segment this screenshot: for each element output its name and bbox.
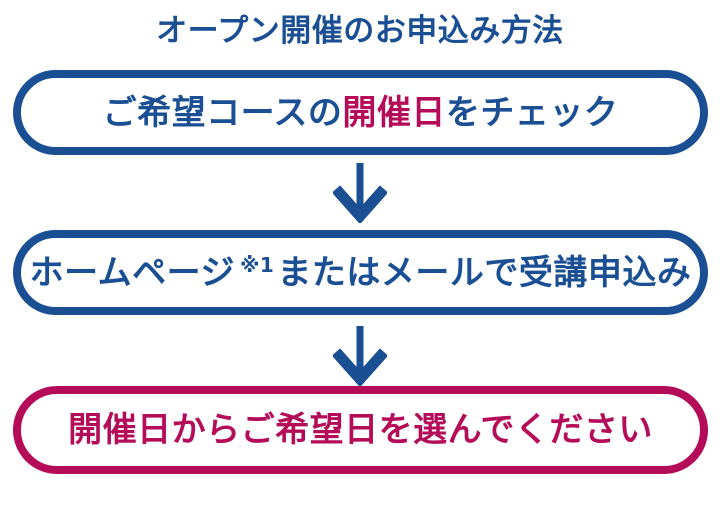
step-box-apply-via-homepage-or-mail: ホームページ※1またはメールで受講申込み (13, 230, 708, 315)
down-arrow-icon (333, 326, 387, 386)
down-arrow-icon (333, 163, 387, 223)
step-box-choose-preferred-date: 開催日からご希望日を選んでください (13, 386, 708, 474)
step-box-check-course-date: ご希望コースの開催日をチェック (13, 70, 708, 155)
step-label-check-course-date: ご希望コースの開催日をチェック (102, 92, 619, 133)
step-label-apply-via-homepage-or-mail: ホームページ※1またはメールで受講申込み (29, 252, 692, 293)
step-label-choose-preferred-date: 開催日からご希望日を選んでください (68, 410, 653, 450)
page-title: オープン開催のお申込み方法 (156, 13, 564, 49)
